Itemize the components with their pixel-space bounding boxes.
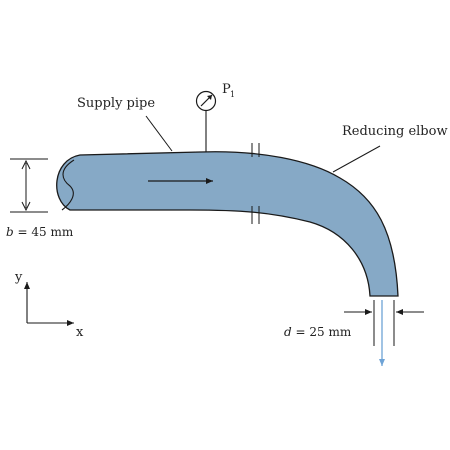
pressure-gauge-label: P bbox=[222, 82, 231, 97]
inlet-dimension bbox=[10, 158, 48, 213]
pipe-cut-line bbox=[61, 159, 75, 211]
inlet-dimension-var: b bbox=[6, 225, 14, 239]
outlet-dimension-value: = 25 mm bbox=[292, 325, 352, 339]
inlet-dimension-value: = 45 mm bbox=[14, 225, 74, 239]
reducing-elbow-label: Reducing elbow bbox=[342, 124, 448, 139]
pressure-gauge bbox=[195, 90, 217, 152]
supply-pipe-label: Supply pipe bbox=[77, 96, 155, 111]
pipe-body bbox=[56, 151, 399, 297]
axis-y-label: y bbox=[14, 270, 23, 285]
supply-pipe-leader bbox=[145, 115, 173, 152]
coordinate-axes bbox=[24, 282, 74, 326]
outlet-dimension-label: d = 25 mm bbox=[284, 325, 352, 339]
flange-marks bbox=[251, 143, 260, 224]
outlet-dimension-var: d bbox=[284, 325, 292, 339]
axis-x-label: x bbox=[76, 325, 84, 340]
inlet-dimension-label: b = 45 mm bbox=[6, 225, 74, 239]
outlet-dimension bbox=[344, 300, 424, 346]
reducing-elbow-leader bbox=[332, 145, 381, 173]
pressure-gauge-subscript: 1 bbox=[230, 90, 235, 99]
